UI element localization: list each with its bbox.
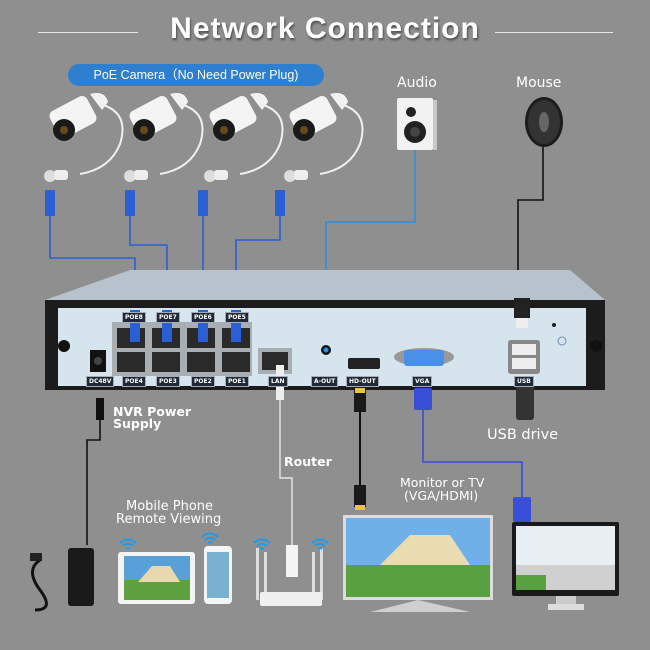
camera-rj45-plugs (45, 190, 285, 216)
camera-4 (284, 93, 364, 182)
speaker-icon (397, 98, 437, 150)
port-label-lan: LAN (268, 376, 288, 387)
phone-icon (204, 546, 232, 604)
usb-drive-label: USB drive (487, 427, 559, 443)
wifi-icon (201, 532, 219, 544)
mobile-label-2: Remote Viewing (116, 512, 222, 527)
vga-plug-top-icon (414, 388, 432, 410)
port-label-dc48v: DC48V (86, 376, 115, 387)
camera-2 (124, 93, 204, 182)
mouse-icon (525, 97, 563, 147)
mouse-cable (517, 145, 544, 300)
port-label-hdout: HD-OUT (346, 376, 379, 387)
router-cable (279, 395, 293, 545)
power-cable (86, 420, 101, 545)
power-adapter-icon (30, 548, 94, 612)
monitor-label-1: Monitor or TV (400, 475, 485, 490)
audio-label: Audio (397, 75, 437, 91)
dc-plug-icon (96, 398, 104, 420)
monitor-label-2: (VGA/HDMI) (404, 488, 479, 503)
wifi-icon (311, 538, 329, 550)
cameras (44, 93, 364, 182)
port-label-aout: A-OUT (311, 376, 339, 387)
port-label-poe7: POE7 (156, 312, 180, 323)
port-label-poe1: POE1 (225, 376, 249, 387)
router-label: Router (284, 454, 332, 469)
port-label-poe8: POE8 (122, 312, 146, 323)
vga-plug-bottom-icon (513, 497, 531, 522)
camera-1 (44, 93, 124, 182)
wifi-icon (119, 538, 137, 550)
nvr-device (45, 270, 605, 400)
mouse-label: Mouse (516, 75, 562, 91)
router-icon (256, 545, 323, 606)
hdmi-plug-icon (354, 390, 366, 412)
port-label-poe4: POE4 (122, 376, 146, 387)
tablet-icon (118, 552, 195, 604)
camera-3 (204, 93, 284, 182)
port-label-vga: VGA (412, 376, 433, 387)
wifi-icon (253, 538, 271, 550)
title-rule-left (38, 32, 138, 33)
port-label-poe3: POE3 (156, 376, 180, 387)
usb-drive-icon (516, 380, 534, 420)
poe-camera-banner: PoE Camera（No Need Power Plug) (68, 64, 324, 86)
port-label-usb: USB (514, 376, 534, 387)
vga-cable (422, 405, 523, 500)
tv-icon (343, 515, 493, 612)
nvr-power-label-1: NVR Power (113, 404, 192, 419)
port-label-poe6: POE6 (191, 312, 215, 323)
title-rule-right (495, 32, 613, 33)
port-label-poe2: POE2 (191, 376, 215, 387)
mobile-label-1: Mobile Phone (126, 499, 214, 514)
port-label-poe5: POE5 (225, 312, 249, 323)
wifi-icons (119, 532, 329, 550)
nvr-power-label-2: Supply (113, 416, 162, 431)
monitor-icon (512, 522, 619, 610)
page-title: Network Connection (170, 12, 480, 45)
